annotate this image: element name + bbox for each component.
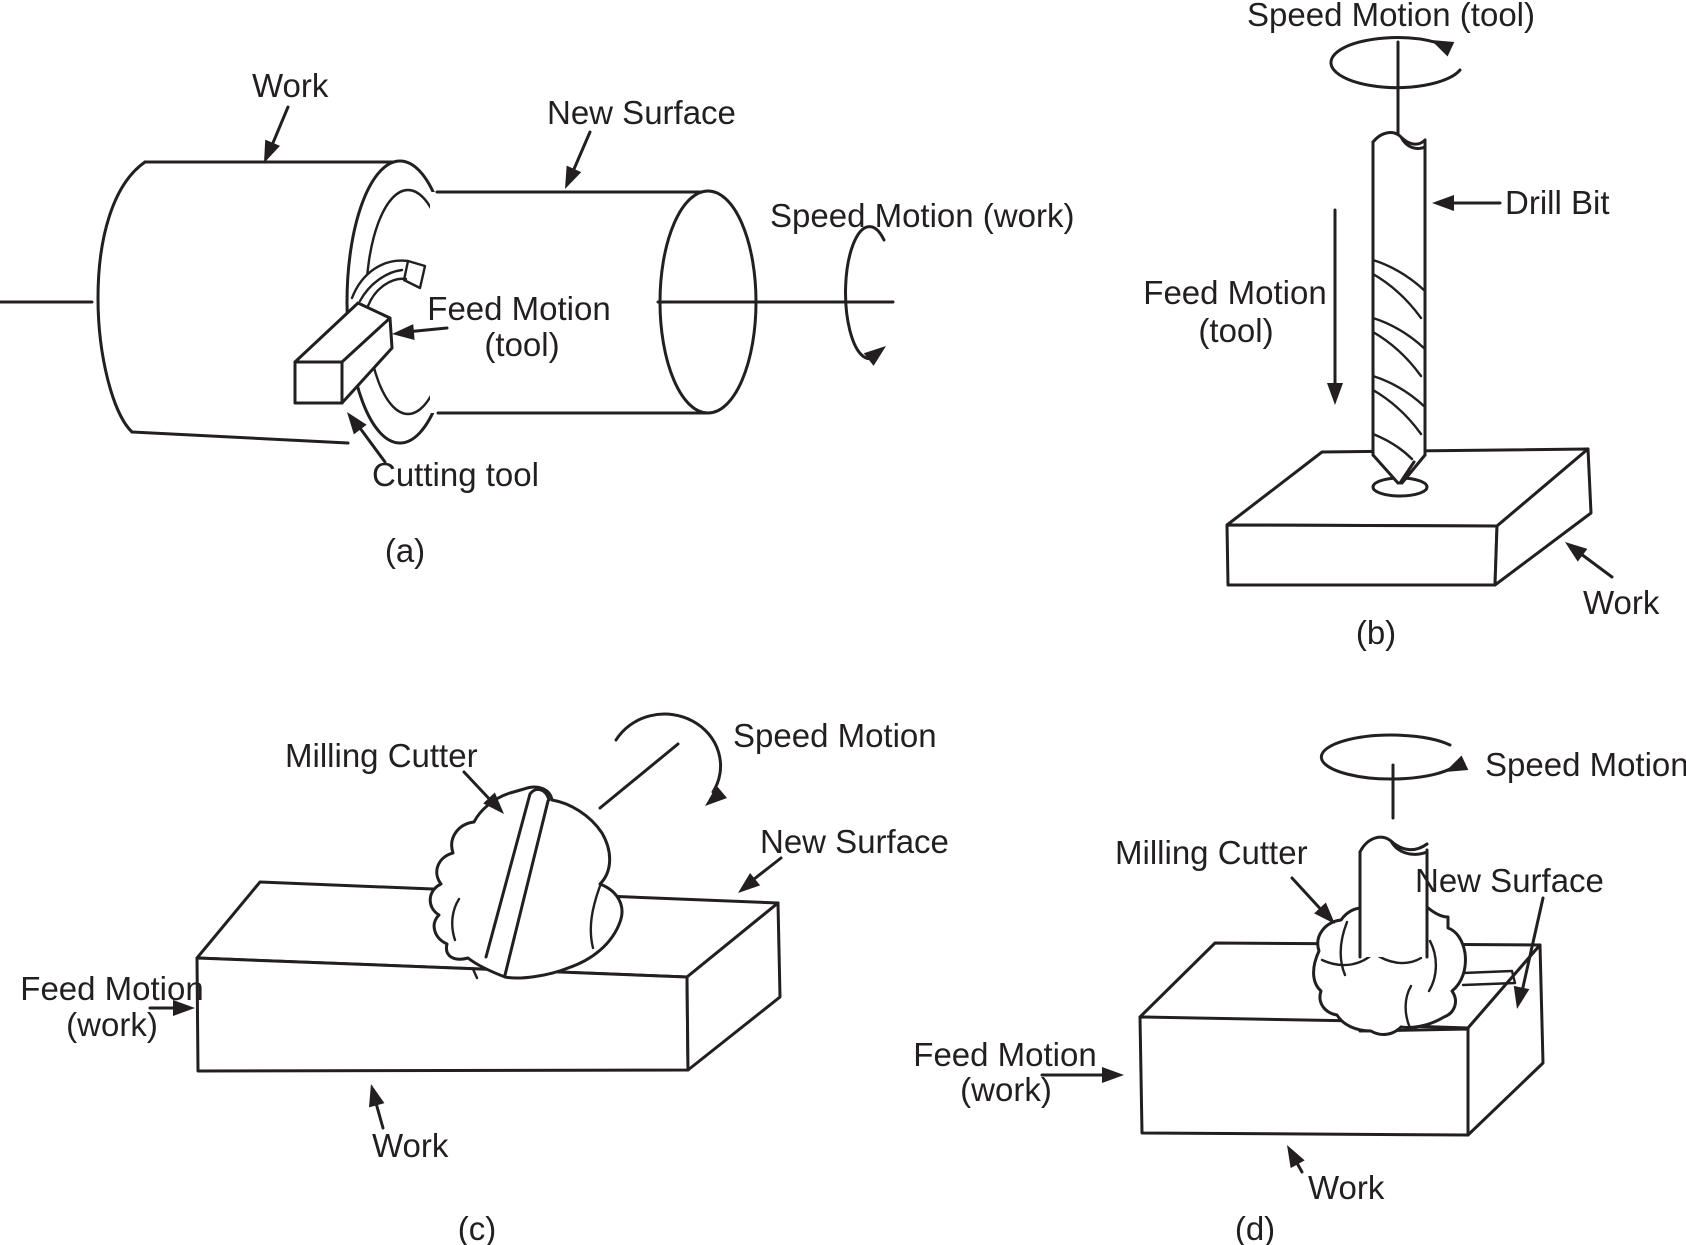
new-surface-label: New Surface bbox=[547, 94, 736, 131]
work-block-front-face bbox=[1225, 523, 1499, 587]
work-label: Work bbox=[372, 1127, 449, 1164]
rotation-arrow-icon bbox=[614, 712, 723, 794]
work-leader-line bbox=[1575, 549, 1614, 579]
feed-motion-label-line2: (work) bbox=[960, 1071, 1052, 1108]
speed-motion-label: Speed Motion bbox=[733, 717, 937, 754]
rotation-arrow-icon bbox=[1319, 733, 1454, 781]
cut-step-edge bbox=[471, 967, 479, 980]
work-cylinder-bottom-edge bbox=[130, 430, 350, 445]
feed-motion-label-line2: (work) bbox=[66, 1006, 158, 1043]
work-block-right-face bbox=[1493, 447, 1593, 587]
new-surface-arrowhead-icon bbox=[738, 872, 761, 893]
drill-tip-fill bbox=[1373, 455, 1425, 484]
work-label: Work bbox=[252, 67, 329, 104]
drill-bit-label: Drill Bit bbox=[1505, 184, 1610, 221]
panel-b-caption: (b) bbox=[1356, 614, 1396, 651]
work-leader-arrowhead-icon bbox=[368, 1084, 385, 1108]
work-block-front-face bbox=[1138, 1015, 1470, 1137]
work-label: Work bbox=[1308, 1169, 1385, 1206]
new-surface-label: New Surface bbox=[1415, 862, 1604, 899]
rotation-arrow-icon bbox=[1329, 36, 1462, 90]
milling-cutter-label: Milling Cutter bbox=[1115, 834, 1308, 871]
feed-arrowhead-icon bbox=[1102, 1067, 1124, 1083]
new-surface-arrowhead-icon bbox=[1513, 985, 1530, 1009]
cutter-axis-line bbox=[598, 742, 680, 810]
milling-cutter-arrowhead-icon bbox=[483, 792, 504, 814]
panel-b-drilling: Speed Motion (tool) Drill Bit Feed Motio… bbox=[1143, 0, 1660, 651]
speed-motion-label: Speed Motion (tool) bbox=[1247, 0, 1535, 33]
drill-bit-fill bbox=[1373, 134, 1425, 456]
milling-cutter-left-outline bbox=[1312, 906, 1403, 1036]
speed-motion-label: Speed Motion (work) bbox=[770, 197, 1074, 234]
work-leader-arrowhead-icon bbox=[1287, 1145, 1305, 1169]
work-leader-arrowhead-icon bbox=[1565, 542, 1588, 562]
rotation-arrow-icon bbox=[844, 225, 886, 361]
new-surface-label: New Surface bbox=[760, 823, 949, 860]
rotation-arrowhead-icon bbox=[705, 785, 727, 806]
chip-end-cap bbox=[402, 259, 427, 290]
drill-bit-cap bbox=[1371, 131, 1427, 151]
cutting-tool-edges bbox=[293, 301, 394, 405]
feed-arrowhead-icon bbox=[173, 1000, 195, 1016]
panel-a-turning: Work New Surface Speed Motion (work) Fee… bbox=[0, 67, 1074, 569]
work-block-front-face bbox=[195, 956, 690, 1073]
new-surface-leader-line bbox=[1519, 896, 1545, 998]
rotation-arrowhead-icon bbox=[863, 346, 886, 366]
work-leader-line bbox=[268, 105, 290, 152]
drill-bit-arrowhead-icon bbox=[1432, 195, 1454, 211]
drill-tip-edges bbox=[1371, 453, 1427, 485]
panel-a-caption: (a) bbox=[385, 532, 425, 569]
milling-cutter-right-outline bbox=[1399, 905, 1467, 1029]
cutting-tool-leader-line bbox=[355, 422, 387, 464]
cutter-shank-sides bbox=[1358, 848, 1429, 959]
new-surface-leader-line bbox=[569, 130, 592, 178]
milling-cutter-teeth bbox=[451, 884, 602, 950]
feed-motion-label-line2: (tool) bbox=[484, 326, 559, 363]
milling-cutter-label: Milling Cutter bbox=[285, 737, 478, 774]
feed-motion-label-line1: Feed Motion bbox=[20, 970, 203, 1007]
speed-motion-label: Speed Motion bbox=[1485, 746, 1686, 783]
milled-slot-edges bbox=[1461, 969, 1517, 987]
milling-cutter-flute-face bbox=[484, 787, 551, 977]
panel-d-caption: (d) bbox=[1235, 1210, 1275, 1245]
drill-flutes bbox=[1371, 258, 1427, 461]
feed-motion-label-line1: Feed Motion bbox=[913, 1036, 1096, 1073]
cutter-shank-cap bbox=[1358, 835, 1429, 856]
milling-cutter-arrowhead-icon bbox=[1314, 902, 1335, 924]
rotation-arrowhead-icon bbox=[1431, 40, 1455, 57]
cutter-shank-fill bbox=[1360, 841, 1427, 957]
panel-d-face-milling: Speed Motion Milling Cutter New Surface … bbox=[913, 733, 1686, 1245]
feed-arrowhead-icon bbox=[1327, 383, 1343, 405]
work-block-right-face bbox=[685, 901, 782, 1072]
panel-c-peripheral-milling: Milling Cutter Speed Motion New Surface … bbox=[20, 712, 949, 1245]
drill-bit-sides bbox=[1371, 138, 1427, 457]
feed-motion-label-line2: (tool) bbox=[1198, 312, 1273, 349]
cutting-tool-label: Cutting tool bbox=[372, 456, 539, 493]
panel-c-caption: (c) bbox=[458, 1210, 496, 1245]
feed-motion-arrowhead-icon bbox=[392, 324, 415, 341]
feed-motion-label-line1: Feed Motion bbox=[1143, 274, 1326, 311]
work-cylinder-left-cap bbox=[96, 160, 147, 434]
rotation-arrowhead-icon bbox=[1445, 755, 1469, 772]
milling-cutter-fill bbox=[430, 787, 622, 978]
work-label: Work bbox=[1583, 584, 1660, 621]
new-surface-leader-arrowhead-icon bbox=[565, 165, 582, 189]
feed-motion-label-line1: Feed Motion bbox=[427, 290, 610, 327]
cutting-tool-fill bbox=[295, 302, 392, 403]
cutting-tool-arrowhead-icon bbox=[347, 412, 367, 435]
chip-curl bbox=[350, 259, 410, 308]
work-leader-arrowhead-icon bbox=[264, 139, 280, 163]
